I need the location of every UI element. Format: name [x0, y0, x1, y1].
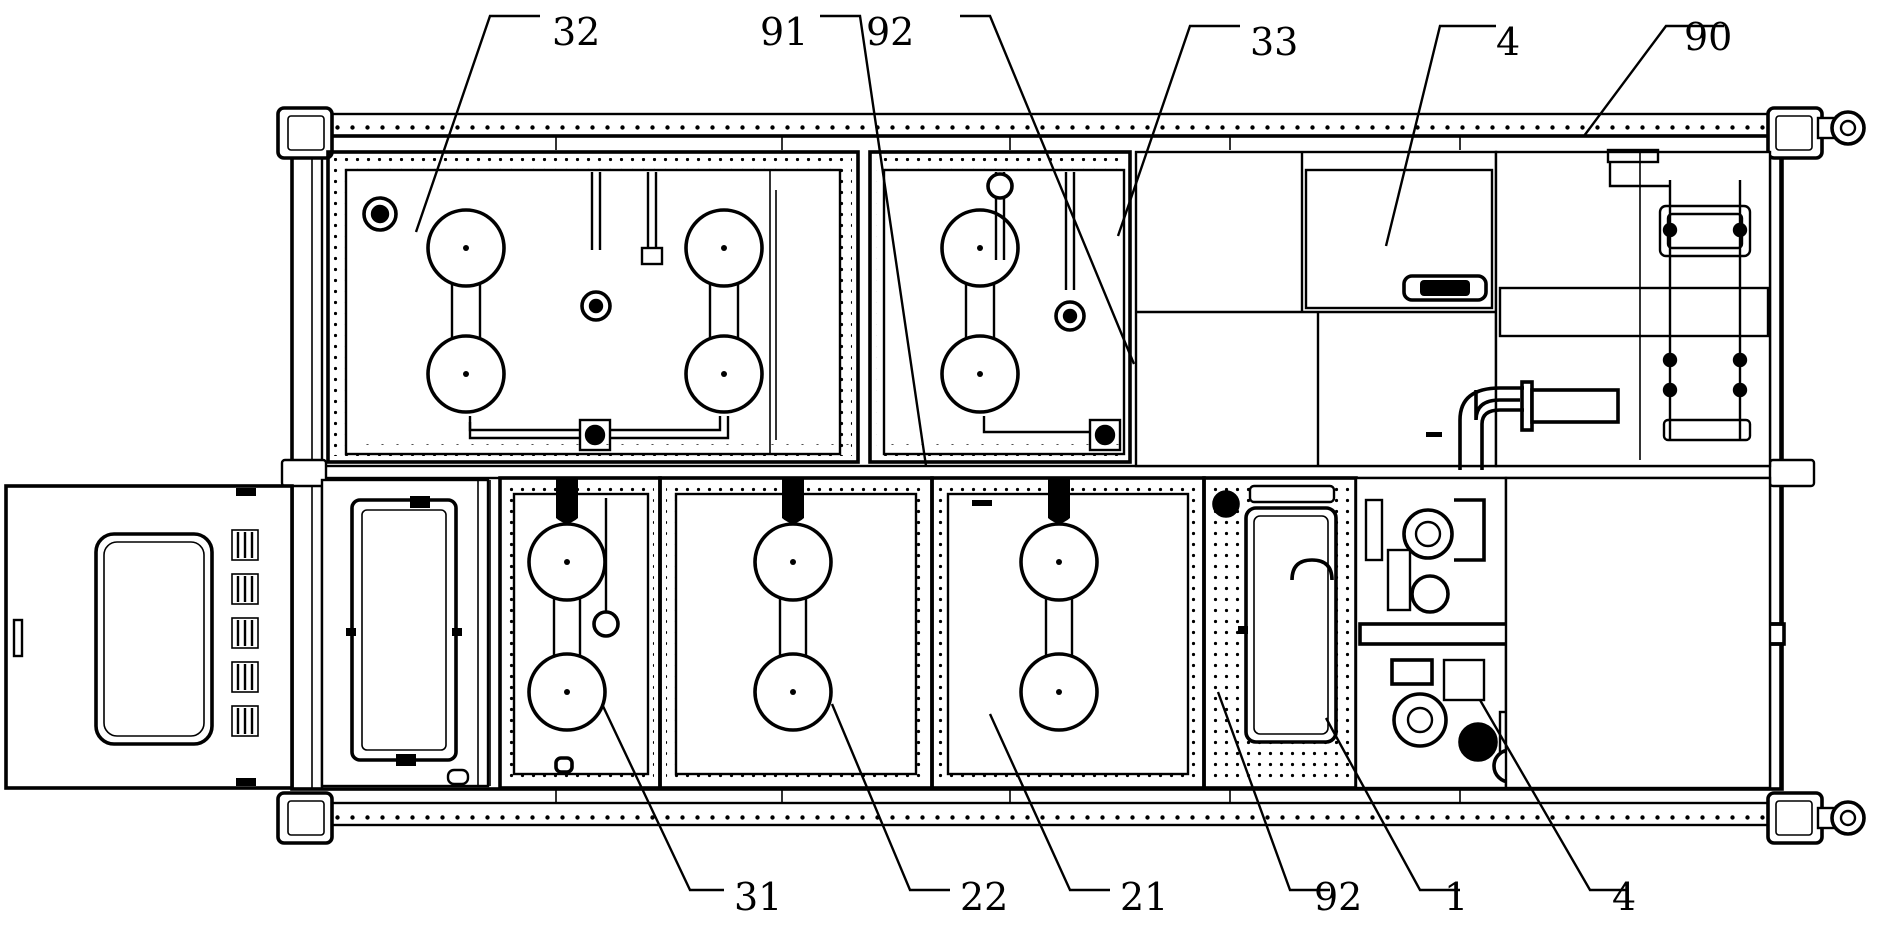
chain-rack: [1658, 180, 1752, 442]
callout-32: 32: [552, 10, 600, 54]
tank-22: [658, 476, 934, 790]
lifting-lug-bottom: [1816, 800, 1866, 836]
tank-33: [868, 150, 1132, 464]
cabinet-window: [94, 532, 214, 746]
leader-lines: [414, 14, 1724, 892]
filter-vessel-pair-a: [426, 208, 506, 414]
callout-4-top: 4: [1496, 20, 1520, 64]
tank-32: [326, 150, 860, 464]
corner-casting-bl: [276, 791, 334, 845]
tank-21: [930, 476, 1206, 790]
control-cabinet: [4, 484, 294, 790]
cabinet-handle: [12, 618, 24, 658]
callout-labels: 32 91 92 33 4 90 31 22 21 92 1 4: [552, 10, 1732, 919]
access-compartment: [320, 478, 491, 788]
lifting-lug-top: [1816, 110, 1866, 146]
open-bay: [1504, 476, 1784, 790]
tank-31: [498, 476, 662, 790]
beam-splices: [555, 136, 1461, 803]
callout-31: 31: [734, 875, 782, 919]
callout-1: 1: [1444, 875, 1468, 919]
filter-vessel-pair-b: [684, 208, 764, 414]
callout-91: 91: [760, 10, 808, 54]
riser-pipe: [1458, 380, 1620, 470]
corner-casting-tl: [276, 106, 334, 160]
tank-32-piping: [362, 172, 730, 452]
filter-vessel-pair-e: [753, 478, 833, 732]
cabinet-vents: [231, 529, 259, 737]
callout-90: 90: [1684, 15, 1732, 59]
callout-4-bottom: 4: [1612, 875, 1636, 919]
pump-upper: [1402, 508, 1454, 560]
unit-1: [1202, 476, 1358, 790]
callout-92-bottom: 92: [1314, 875, 1362, 919]
callout-21: 21: [1120, 875, 1168, 919]
filter-vessel-pair-d: [527, 478, 607, 732]
filter-vessel-pair-c: [940, 208, 1020, 414]
callout-22: 22: [960, 875, 1008, 919]
pump-lower: [1392, 692, 1448, 748]
callout-92-top: 92: [866, 10, 914, 54]
callout-33: 33: [1250, 20, 1298, 64]
equipment-box-4: [1134, 150, 1498, 468]
filter-vessel-pair-f: [1019, 478, 1099, 732]
equipment-box-90: [1458, 148, 1772, 470]
